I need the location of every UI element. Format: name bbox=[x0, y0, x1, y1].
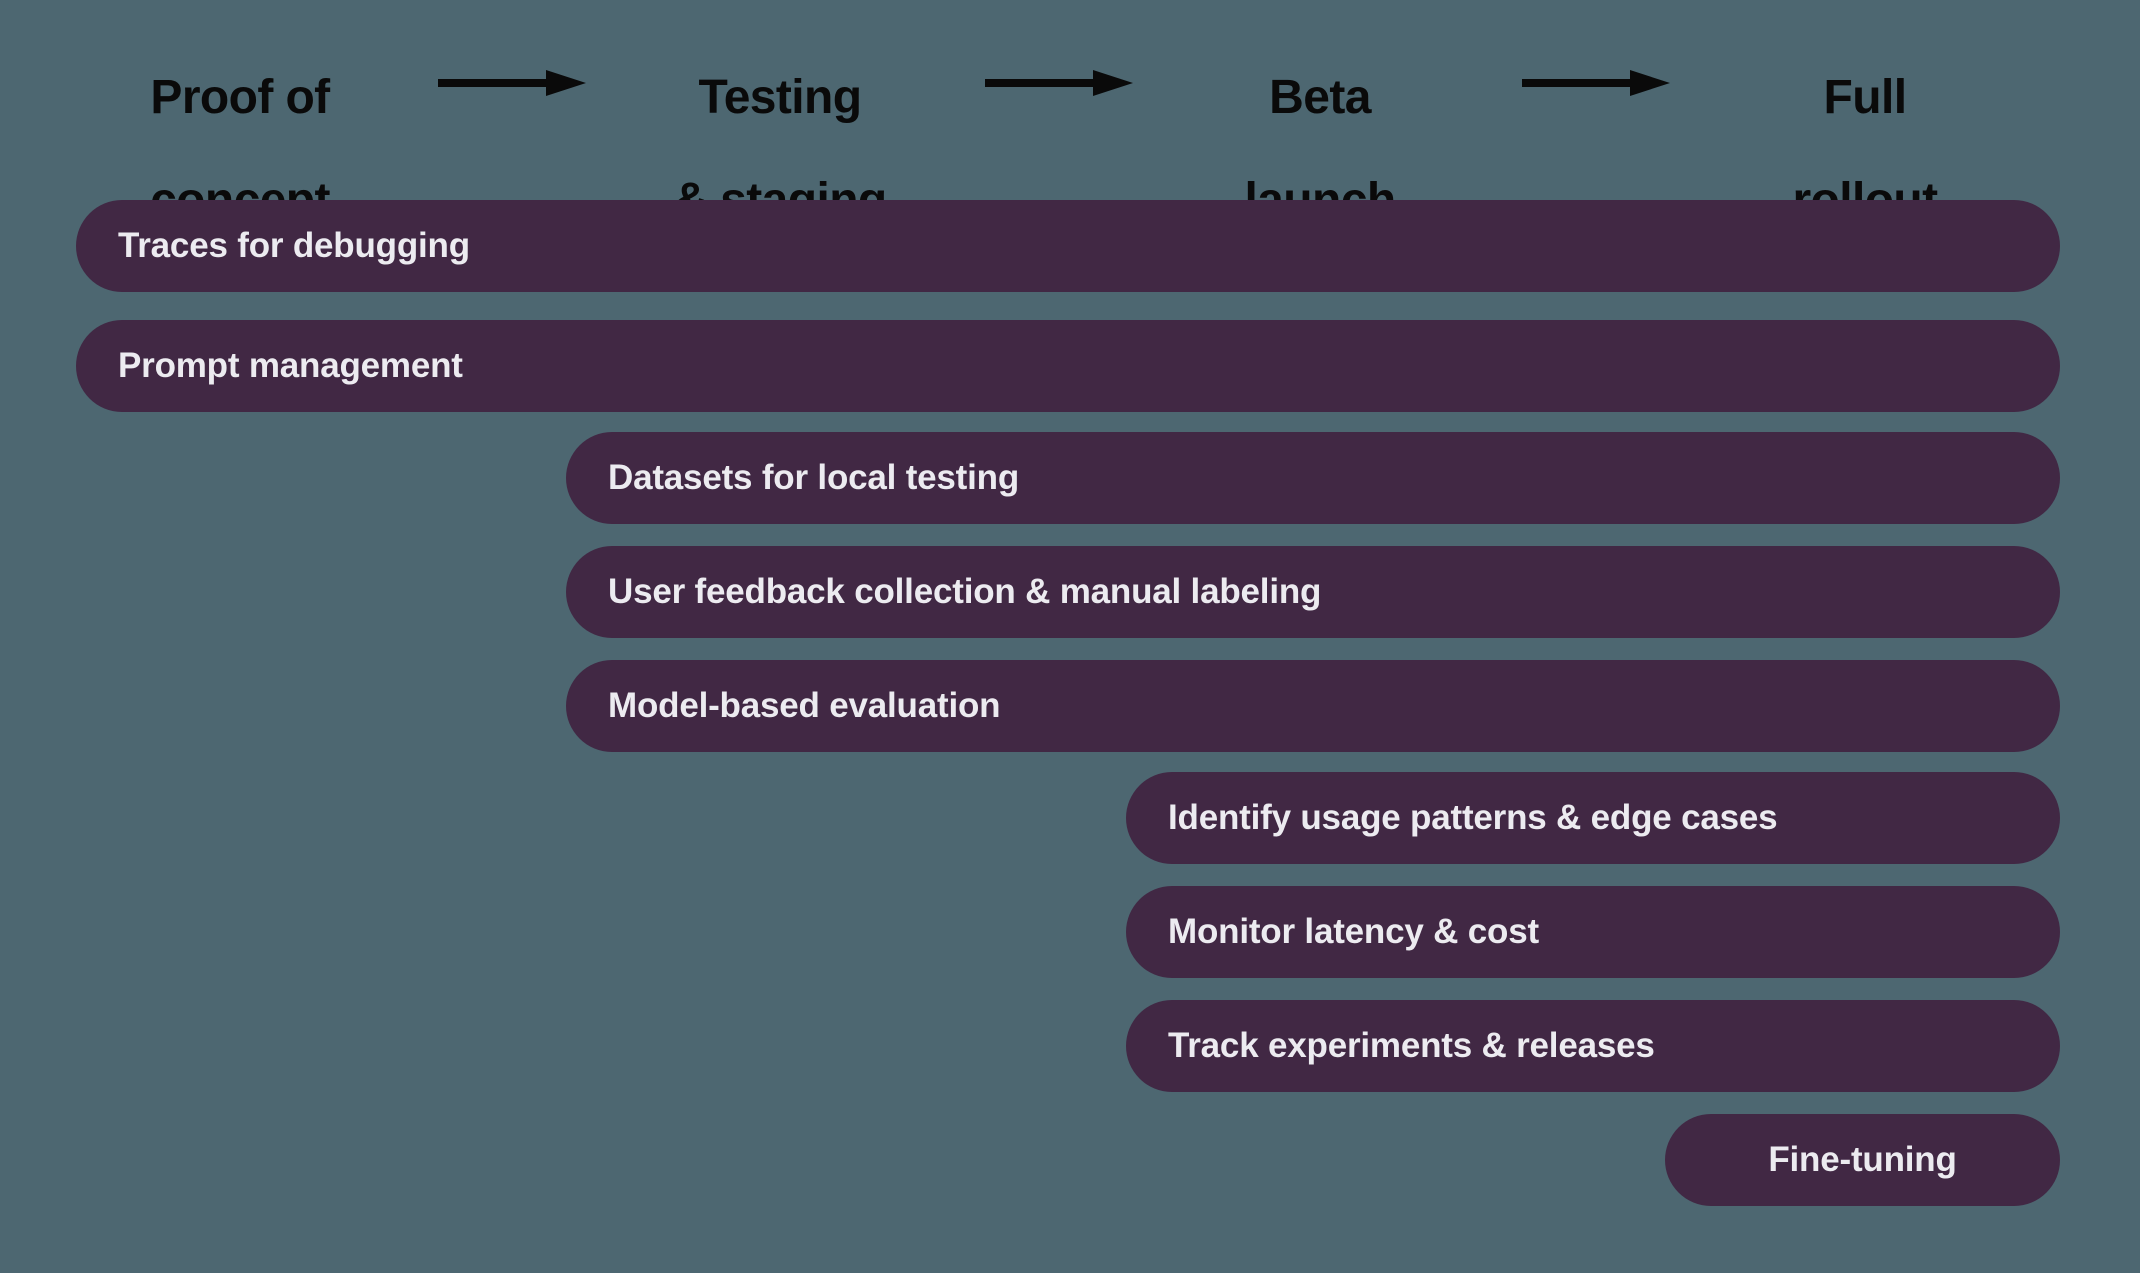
capability-bar-label: Fine-tuning bbox=[1768, 1140, 1957, 1179]
capability-bar-label: Model-based evaluation bbox=[608, 686, 1001, 725]
capability-bar-fine-tuning[interactable]: Fine-tuning bbox=[1665, 1114, 2060, 1206]
arrow-poc-to-testing-icon bbox=[438, 70, 586, 96]
capability-bar-label: Monitor latency & cost bbox=[1168, 912, 1539, 951]
stage-header-line1: Full bbox=[1823, 70, 1908, 124]
stage-header-line1: Beta bbox=[1269, 70, 1371, 124]
capability-bar-label: Datasets for local testing bbox=[608, 458, 1020, 497]
capability-bar-monitor-latency-and-cost[interactable]: Monitor latency & cost bbox=[1126, 886, 2060, 978]
arrow-testing-to-beta-icon bbox=[985, 70, 1133, 96]
capability-bar-label: Traces for debugging bbox=[118, 226, 470, 265]
capability-bar-identify-usage-patterns[interactable]: Identify usage patterns & edge cases bbox=[1126, 772, 2060, 864]
capability-bar-track-experiments-and-releases[interactable]: Track experiments & releases bbox=[1126, 1000, 2060, 1092]
arrow-beta-to-rollout-icon bbox=[1522, 70, 1670, 96]
stage-header-line1: Proof of bbox=[150, 70, 330, 124]
capability-bar-traces-for-debugging[interactable]: Traces for debugging bbox=[76, 200, 2060, 292]
capability-bar-model-based-evaluation[interactable]: Model-based evaluation bbox=[566, 660, 2060, 752]
capability-bar-label: User feedback collection & manual labeli… bbox=[608, 572, 1322, 611]
capability-bar-label: Prompt management bbox=[118, 346, 463, 385]
capability-bar-label: Track experiments & releases bbox=[1168, 1026, 1655, 1065]
capability-bar-label: Identify usage patterns & edge cases bbox=[1168, 798, 1778, 837]
capability-bar-datasets-for-local-testing[interactable]: Datasets for local testing bbox=[566, 432, 2060, 524]
stage-header-line1: Testing bbox=[698, 70, 863, 124]
capability-bar-prompt-management[interactable]: Prompt management bbox=[76, 320, 2060, 412]
capability-bar-user-feedback-collection[interactable]: User feedback collection & manual labeli… bbox=[566, 546, 2060, 638]
